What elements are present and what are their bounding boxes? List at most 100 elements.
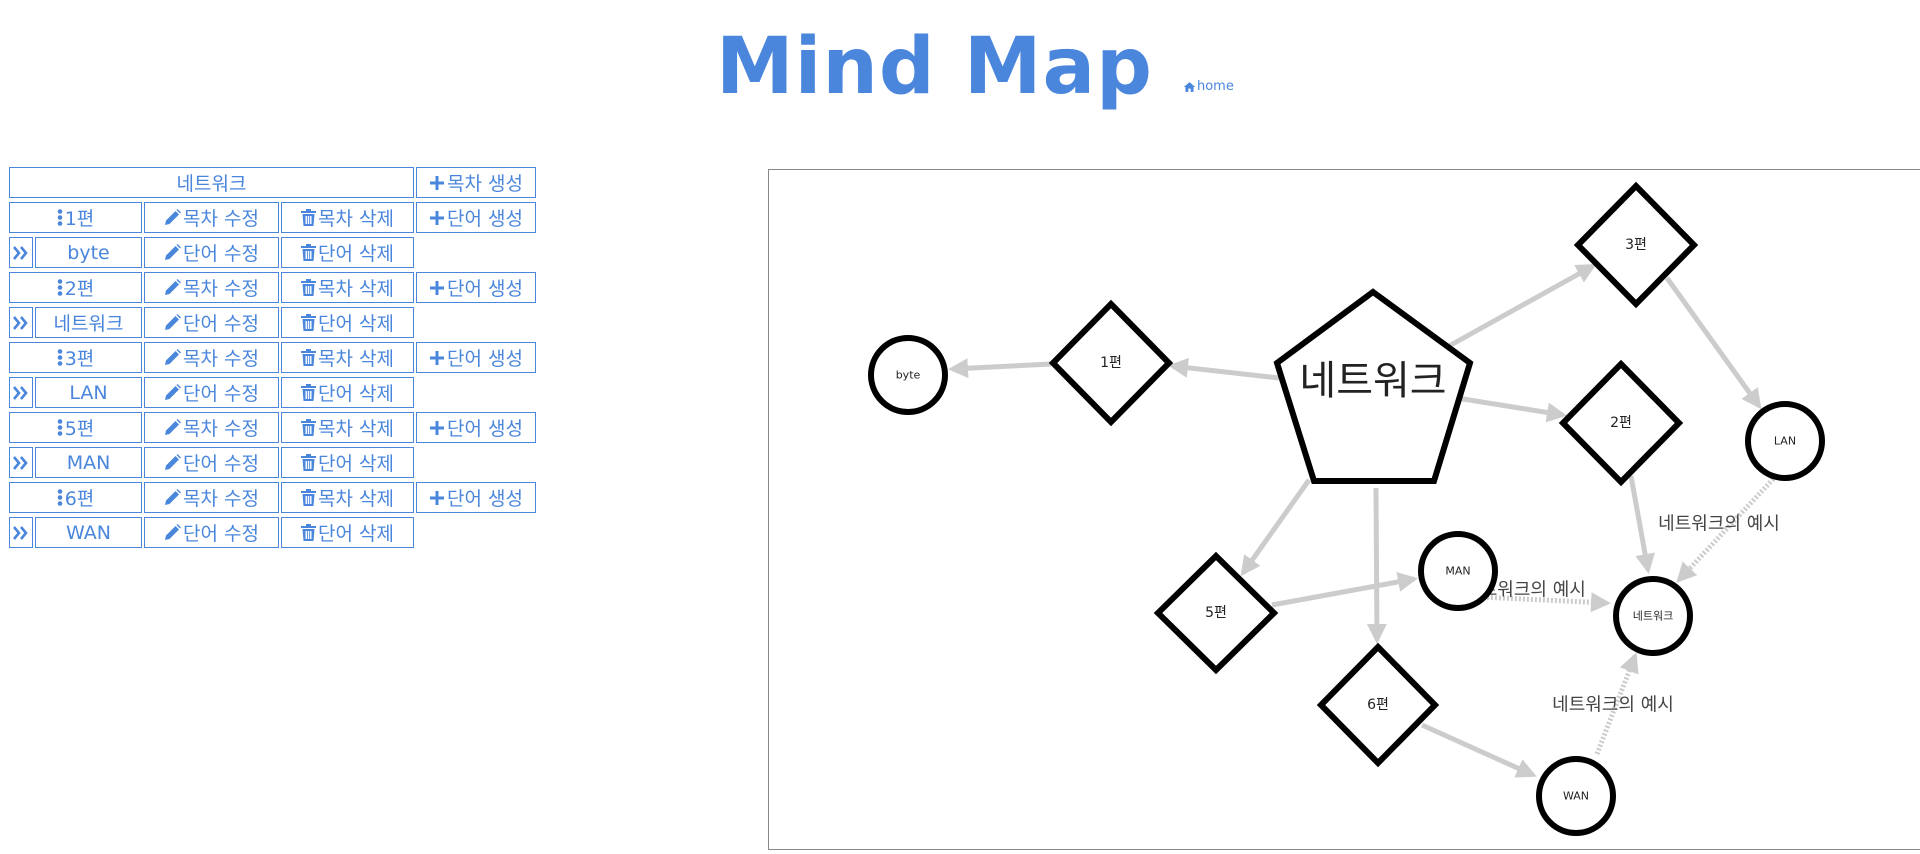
chapter-edit-label: 목차 수정	[183, 418, 259, 440]
chapter-delete-button[interactable]: 목차 삭제	[281, 272, 414, 303]
chapter-delete-label: 목차 삭제	[318, 488, 394, 510]
node-lan[interactable]: LAN	[1745, 401, 1825, 481]
chapter-edit-button[interactable]: 목차 수정	[144, 202, 279, 233]
edge-root-ch5	[1240, 478, 1312, 577]
node-byte[interactable]: byte	[868, 335, 948, 415]
double-chevron-right-icon	[13, 455, 28, 470]
word-create-button[interactable]: 단어 생성	[416, 202, 536, 233]
word-expand-button[interactable]	[9, 447, 33, 478]
word-edit-button[interactable]: 단어 수정	[144, 447, 279, 478]
chapter-label: 6편	[64, 488, 95, 510]
chapter-edit-button[interactable]: 목차 수정	[144, 272, 279, 303]
node-ch5[interactable]: 5편	[1153, 551, 1279, 675]
create-toc-button[interactable]: 목차 생성	[416, 167, 536, 198]
word-delete-button[interactable]: 단어 삭제	[281, 377, 414, 408]
chapter-delete-button[interactable]: 목차 삭제	[281, 342, 414, 373]
chapter-item[interactable]: 1편	[9, 202, 142, 233]
home-link[interactable]: home	[1183, 79, 1234, 94]
word-delete-button[interactable]: 단어 삭제	[281, 307, 414, 338]
chapter-delete-button[interactable]: 목차 삭제	[281, 202, 414, 233]
word-create-button[interactable]: 단어 생성	[416, 482, 536, 513]
node-net[interactable]: 네트워크	[1613, 576, 1693, 656]
word-item[interactable]: 네트워크	[35, 307, 142, 338]
word-expand-button[interactable]	[9, 517, 33, 548]
word-delete-label: 단어 삭제	[318, 453, 394, 475]
edge-root-ch3	[1447, 263, 1597, 349]
ellipsis-vertical-icon	[57, 349, 63, 366]
node-byte-label: byte	[896, 369, 921, 382]
word-expand-button[interactable]	[9, 307, 33, 338]
node-ch1[interactable]: 1편	[1048, 299, 1174, 427]
chapter-delete-button[interactable]: 목차 삭제	[281, 482, 414, 513]
trash-icon	[301, 279, 317, 296]
word-edit-button[interactable]: 단어 수정	[144, 237, 279, 268]
chapter-item[interactable]: 3편	[9, 342, 142, 373]
word-expand-button[interactable]	[9, 237, 33, 268]
node-wan-label: WAN	[1563, 790, 1589, 803]
word-edit-label: 단어 수정	[183, 523, 259, 545]
node-ch6[interactable]: 6편	[1316, 642, 1440, 768]
edge-ch2-net	[1628, 475, 1655, 574]
trash-icon	[301, 454, 317, 471]
word-delete-label: 단어 삭제	[318, 523, 394, 545]
word-edit-button[interactable]: 단어 수정	[144, 517, 279, 548]
pencil-icon	[165, 454, 182, 470]
chapter-item[interactable]: 5편	[9, 412, 142, 443]
double-chevron-right-icon	[13, 315, 28, 330]
chapter-edit-button[interactable]: 목차 수정	[144, 342, 279, 373]
trash-icon	[301, 349, 317, 366]
chapter-edit-button[interactable]: 목차 수정	[144, 482, 279, 513]
home-label: home	[1196, 79, 1234, 94]
word-item[interactable]: MAN	[35, 447, 142, 478]
edge-label-wan-net: 네트워크의 예시	[1552, 695, 1674, 716]
node-ch3[interactable]: 3편	[1573, 181, 1699, 309]
node-wan[interactable]: WAN	[1536, 756, 1616, 836]
trash-icon	[301, 244, 317, 261]
word-edit-label: 단어 수정	[183, 453, 259, 475]
word-edit-button[interactable]: 단어 수정	[144, 377, 279, 408]
edge-wan-net	[1594, 652, 1639, 755]
chapter-edit-label: 목차 수정	[183, 348, 259, 370]
plus-icon	[430, 420, 445, 435]
word-item[interactable]: byte	[35, 237, 142, 268]
ellipsis-vertical-icon	[57, 209, 63, 226]
pencil-icon	[165, 384, 182, 400]
word-create-label: 단어 생성	[447, 278, 523, 300]
word-delete-label: 단어 삭제	[318, 383, 394, 405]
chapter-delete-button[interactable]: 목차 삭제	[281, 412, 414, 443]
node-ch3-label: 3편	[1625, 237, 1647, 253]
word-create-button[interactable]: 단어 생성	[416, 412, 536, 443]
pencil-icon	[165, 349, 182, 365]
word-edit-button[interactable]: 단어 수정	[144, 307, 279, 338]
plus-icon	[430, 175, 445, 190]
home-icon	[1183, 81, 1196, 92]
node-ch2[interactable]: 2편	[1558, 359, 1684, 487]
word-item[interactable]: WAN	[35, 517, 142, 548]
word-label: WAN	[66, 521, 111, 544]
ellipsis-vertical-icon	[57, 419, 63, 436]
trash-icon	[301, 209, 317, 226]
plus-icon	[430, 490, 445, 505]
word-delete-button[interactable]: 단어 삭제	[281, 517, 414, 548]
double-chevron-right-icon	[13, 525, 28, 540]
word-create-button[interactable]: 단어 생성	[416, 272, 536, 303]
chapter-edit-button[interactable]: 목차 수정	[144, 412, 279, 443]
edge-ch6-wan	[1420, 722, 1537, 778]
word-delete-button[interactable]: 단어 삭제	[281, 237, 414, 268]
word-create-button[interactable]: 단어 생성	[416, 342, 536, 373]
edge-ch5-man	[1271, 572, 1418, 608]
node-root[interactable]: 네트워크	[1273, 288, 1474, 484]
edge-label-lan-net: 네트워크의 예시	[1658, 514, 1780, 535]
word-item[interactable]: LAN	[35, 377, 142, 408]
word-edit-label: 단어 수정	[183, 313, 259, 335]
node-man[interactable]: MAN	[1418, 531, 1498, 611]
word-expand-button[interactable]	[9, 377, 33, 408]
chapter-delete-label: 목차 삭제	[318, 208, 394, 230]
edge-ch1-byte	[948, 358, 1052, 379]
mind-map-graph[interactable]: 네트워크의 예시 네트워크의 예시 네트워크의 예시 네트워크 1편 3편 2편…	[768, 169, 1920, 850]
chapter-item[interactable]: 2편	[9, 272, 142, 303]
chapter-item[interactable]: 6편	[9, 482, 142, 513]
word-delete-button[interactable]: 단어 삭제	[281, 447, 414, 478]
pencil-icon	[165, 279, 182, 295]
mind-map-canvas[interactable]: 네트워크의 예시 네트워크의 예시 네트워크의 예시 네트워크 1편 3편 2편…	[769, 170, 1920, 850]
